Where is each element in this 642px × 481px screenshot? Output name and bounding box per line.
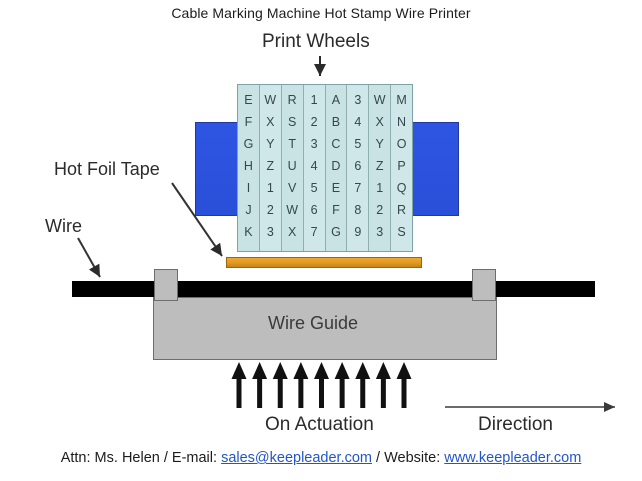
label-print-wheels: Print Wheels bbox=[262, 31, 370, 52]
print-wheel-character: 1 bbox=[266, 181, 274, 195]
print-wheel-character: Z bbox=[375, 159, 384, 173]
print-wheel-character: W bbox=[264, 93, 277, 107]
print-wheel-character: 4 bbox=[310, 159, 318, 173]
actuation-arrow-icon bbox=[396, 362, 412, 408]
print-wheel-character: 1 bbox=[376, 181, 384, 195]
print-wheel-column[interactable]: 1 2 3 4 5 6 7 bbox=[303, 85, 326, 251]
label-wire: Wire bbox=[45, 216, 82, 236]
print-wheel-character: N bbox=[397, 115, 407, 129]
print-head-block-right bbox=[411, 122, 459, 216]
print-wheel-character: X bbox=[288, 225, 297, 239]
print-wheel-character: Q bbox=[396, 181, 407, 195]
print-wheel-character: F bbox=[332, 203, 340, 217]
label-hot-foil-tape: Hot Foil Tape bbox=[54, 159, 160, 179]
print-wheel-character: D bbox=[331, 159, 341, 173]
print-wheel-character: E bbox=[244, 93, 253, 107]
print-wheel-character: M bbox=[396, 93, 407, 107]
footer-website-link[interactable]: www.keepleader.com bbox=[444, 450, 582, 466]
actuation-arrow-icon bbox=[293, 362, 309, 408]
print-wheel-character: E bbox=[331, 181, 341, 195]
print-wheel-character: Y bbox=[375, 137, 384, 151]
print-wheel-character: 7 bbox=[310, 225, 318, 239]
footer-attn-text: Attn: Ms. Helen / E-mail: bbox=[60, 450, 222, 466]
footer: Attn: Ms. Helen / E-mail: sales@keeplead… bbox=[0, 450, 642, 466]
print-wheel-character: 2 bbox=[266, 203, 274, 217]
print-wheel-character: G bbox=[243, 137, 254, 151]
print-wheel-character: X bbox=[266, 115, 275, 129]
actuation-arrow-icon bbox=[375, 362, 391, 408]
print-wheel-character: G bbox=[331, 225, 341, 239]
print-wheel-character: X bbox=[375, 115, 384, 129]
print-wheel-character: 6 bbox=[354, 159, 362, 173]
print-head-block-left bbox=[195, 122, 243, 216]
print-wheel-character: 1 bbox=[310, 93, 318, 107]
print-wheel-character: 9 bbox=[354, 225, 362, 239]
print-wheel-character: 5 bbox=[354, 137, 362, 151]
footer-separator-text: / Website: bbox=[372, 450, 445, 466]
print-wheel-character: Y bbox=[266, 137, 275, 151]
print-wheel-character: S bbox=[397, 225, 406, 239]
print-wheel-character: 6 bbox=[310, 203, 318, 217]
print-wheel-character: A bbox=[331, 93, 341, 107]
print-wheel-character: H bbox=[243, 159, 253, 173]
print-wheel-character: B bbox=[331, 115, 341, 129]
print-wheel-column[interactable]: 3 4 5 6 7 8 9 bbox=[347, 85, 370, 251]
actuation-arrow-icon bbox=[272, 362, 288, 408]
print-wheel-character: W bbox=[373, 93, 386, 107]
print-wheel-character: 5 bbox=[310, 181, 318, 195]
print-wheel-character: R bbox=[397, 203, 407, 217]
hot-foil-tape-strip bbox=[226, 257, 422, 268]
print-wheel-character: O bbox=[396, 137, 407, 151]
print-wheel-character: T bbox=[288, 137, 296, 151]
print-wheel-character: 3 bbox=[376, 225, 384, 239]
print-wheel-character: U bbox=[287, 159, 297, 173]
print-wheel-character: J bbox=[245, 203, 252, 217]
actuation-arrow-icon bbox=[355, 362, 371, 408]
print-wheel-character: K bbox=[244, 225, 253, 239]
print-wheel-character: F bbox=[244, 115, 253, 129]
wire-arrow-icon bbox=[77, 237, 101, 278]
actuation-arrow-icon bbox=[314, 362, 329, 408]
print-wheel-character: P bbox=[397, 159, 406, 173]
print-wheel-character: V bbox=[288, 181, 297, 195]
actuation-arrow-group bbox=[231, 362, 412, 408]
print-wheel-character: 7 bbox=[354, 181, 362, 195]
label-direction: Direction bbox=[478, 414, 553, 435]
print-wheel-character: 2 bbox=[376, 203, 384, 217]
print-wheel-character: S bbox=[288, 115, 297, 129]
print-wheel-character: 3 bbox=[266, 225, 274, 239]
print-wheel-character: 2 bbox=[310, 115, 318, 129]
wire-guide-post-left bbox=[154, 269, 178, 301]
actuation-arrow-icon bbox=[334, 362, 350, 408]
print-wheel-character: 4 bbox=[354, 115, 362, 129]
footer-email-link[interactable]: sales@keepleader.com bbox=[221, 450, 373, 466]
print-wheel-character: C bbox=[331, 137, 341, 151]
wire-bar bbox=[72, 281, 595, 297]
label-on-actuation: On Actuation bbox=[265, 414, 374, 435]
print-wheel-character: I bbox=[246, 181, 251, 195]
print-wheel-character: R bbox=[287, 93, 297, 107]
label-wire-guide: Wire Guide bbox=[268, 313, 359, 333]
print-wheel-character: 8 bbox=[354, 203, 362, 217]
page-title: Cable Marking Machine Hot Stamp Wire Pri… bbox=[171, 5, 471, 21]
wire-guide-body bbox=[153, 297, 497, 360]
actuation-arrow-icon bbox=[231, 362, 247, 408]
print-wheel-character: Z bbox=[266, 159, 275, 173]
wire-guide-post-right bbox=[472, 269, 496, 301]
actuation-arrow-icon bbox=[252, 362, 268, 408]
print-wheel-character: 3 bbox=[310, 137, 318, 151]
print-wheel-character: 3 bbox=[354, 93, 362, 107]
print-wheel-character: W bbox=[286, 203, 299, 217]
